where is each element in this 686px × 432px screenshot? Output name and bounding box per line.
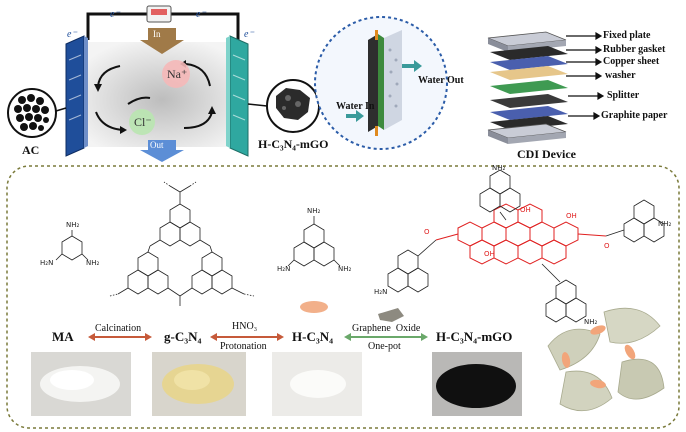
arrow-label-hno3: HNO₃ xyxy=(232,321,258,332)
mgo-triazine-groups xyxy=(387,169,665,323)
sodium-ion xyxy=(162,60,190,88)
arrow-label-calcination: Calcination xyxy=(95,323,142,334)
electron-label-3: e⁻ xyxy=(196,9,206,20)
ma-molecule xyxy=(55,230,89,261)
mgo-label: H-C₃N₄-mGO xyxy=(258,137,329,151)
mgo-h2n-left: H₂N xyxy=(374,288,388,296)
anion-label: Cl⁻ xyxy=(134,115,152,129)
porous-electrode xyxy=(384,30,402,130)
step-label-h-c3n4-mgo: H-C₃N₄-mGO xyxy=(436,329,513,344)
ion-path-arrow xyxy=(185,63,211,87)
mgo-red-core xyxy=(435,203,607,265)
mgo-oh-2: OH xyxy=(566,212,577,220)
mgo-o-right: O xyxy=(604,242,610,250)
ion-path-arrow xyxy=(95,111,123,131)
step-label-h-c3n4: H-C₃N₄ xyxy=(292,329,334,344)
cation-label: Na⁺ xyxy=(167,67,188,81)
electron-label-1: e⁻ xyxy=(67,29,77,40)
arrow-label-one-pot: One-pot xyxy=(368,341,401,352)
electron-label-4: e⁻ xyxy=(244,29,254,40)
arrow-label-graphene-oxide: Graphene Oxide xyxy=(352,323,421,334)
chloride-ion xyxy=(129,109,155,135)
arrow-calcination xyxy=(88,333,152,341)
ma-nh2-right: NH₂ xyxy=(86,259,100,267)
water-in-label: Water In xyxy=(336,101,375,112)
ma-nh2-top: NH₂ xyxy=(66,221,80,229)
ion-path-arrow xyxy=(127,96,151,105)
ion-path-arrow xyxy=(97,65,121,87)
layer-label-graphite-paper: Graphite paper xyxy=(601,110,668,121)
graphene-oxide-flake xyxy=(378,308,404,322)
mgo-o-left: O xyxy=(424,228,430,236)
layer-label-rubber-gasket: Rubber gasket xyxy=(603,44,666,55)
inlet-arrow xyxy=(140,28,184,54)
layer-label-washer: washer xyxy=(605,70,636,81)
layer-label-copper-sheet: Copper sheet xyxy=(603,56,660,67)
layer-label-splitter: Splitter xyxy=(607,90,640,101)
ac-label: AC xyxy=(22,143,40,157)
layer-copper-sheet xyxy=(490,56,568,70)
step-label-ma: MA xyxy=(52,329,74,344)
outlet-label: Out xyxy=(150,140,164,150)
arrow-protonation xyxy=(210,333,284,341)
mgo-nh2-bottom: NH₂ xyxy=(584,318,598,326)
layer-graphite-paper xyxy=(490,94,568,108)
ion-path-arrow xyxy=(183,111,213,129)
h-c3n4-molecule xyxy=(287,216,341,267)
inlet-label: In xyxy=(153,29,161,39)
hc3n4-nh2-top: NH₂ xyxy=(307,207,321,215)
composite-sheets-illustration xyxy=(547,307,665,412)
step-label-g-c3n4: g-C₃N₄ xyxy=(164,329,202,344)
h-c3n4-particle xyxy=(300,301,328,313)
layer-washer xyxy=(490,66,568,80)
mgo-nh2-top: NH₂ xyxy=(492,164,506,172)
water-in-arrow xyxy=(346,110,364,122)
mgo-oh-1: OH xyxy=(520,206,531,214)
arrow-label-protonation: Protonation xyxy=(220,341,267,352)
electron-label-2: e⁻ xyxy=(110,9,120,20)
layer-splitter xyxy=(490,80,568,94)
water-out-arrow xyxy=(402,60,422,72)
ma-h2n-left: H₂N xyxy=(40,259,54,267)
hc3n4-h2n-left: H₂N xyxy=(277,265,291,273)
cdi-device-title: CDI Device xyxy=(517,147,576,161)
synthesis-panel-border xyxy=(6,165,680,429)
water-out-label: Water Out xyxy=(418,75,464,86)
hc3n4-nh2-right: NH₂ xyxy=(338,265,352,273)
arrow-one-pot xyxy=(344,333,428,341)
mgo-oh-3: OH xyxy=(484,250,495,258)
mgo-nh2-right: NH₂ xyxy=(658,220,672,228)
g-c3n4-network xyxy=(117,185,245,306)
outlet-arrow xyxy=(140,140,184,162)
layer-rubber-gasket xyxy=(490,46,568,60)
layer-label-fixed-plate: Fixed plate xyxy=(603,30,651,41)
